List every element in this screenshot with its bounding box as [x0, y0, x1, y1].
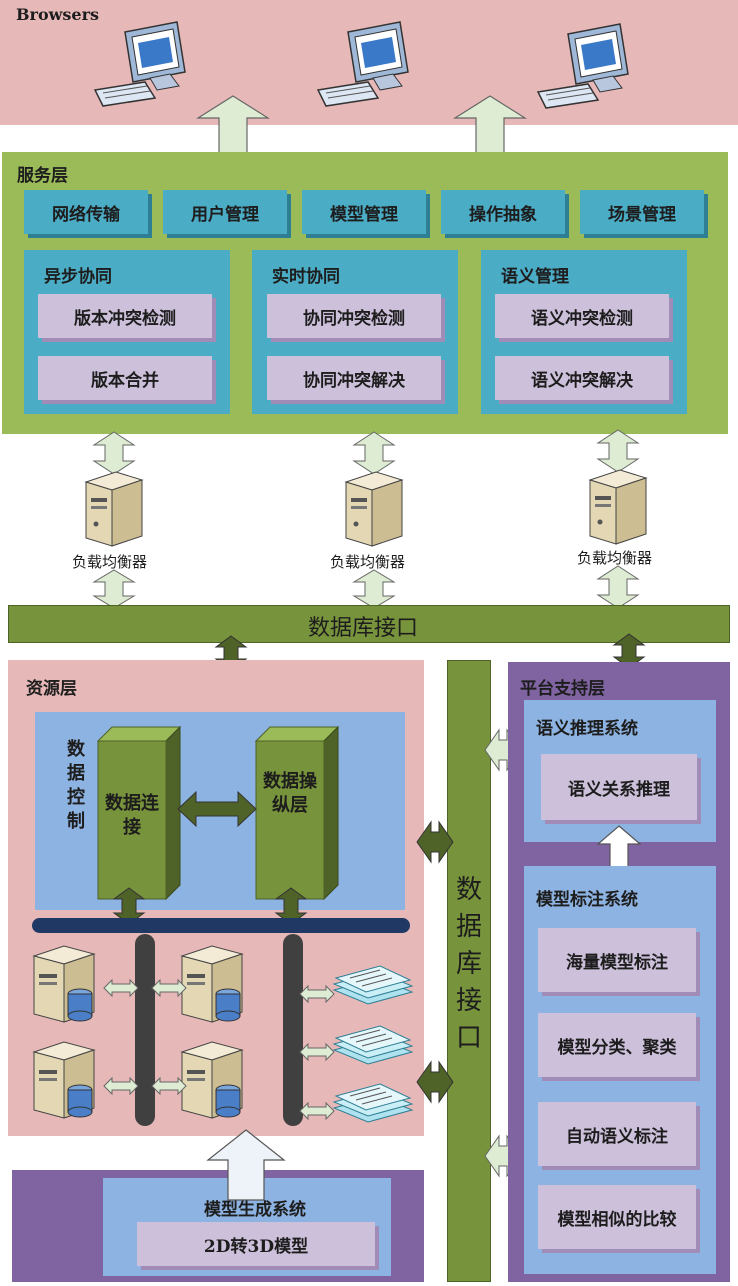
- data-manipulation-block-shape: [254, 725, 340, 901]
- double-arrow: [299, 984, 335, 1004]
- double-arrow: [416, 1060, 454, 1104]
- async-item-merge: 版本合并: [38, 356, 212, 400]
- double-arrow: [103, 978, 139, 998]
- db-interface-horizontal-label: 数据库接口: [308, 616, 419, 641]
- load-balancer-label: 负载均衡器: [577, 549, 653, 567]
- double-arrow: [103, 1076, 139, 1096]
- database-server-icon: [180, 945, 244, 1023]
- data-control-label: 数据控制: [67, 739, 85, 832]
- resource-layer-title: 资源层: [26, 679, 77, 699]
- group-realtime-title: 实时协同: [272, 267, 340, 287]
- module-user: 用户管理: [163, 190, 287, 234]
- computer-icon: [536, 23, 629, 109]
- module-operation: 操作抽象: [441, 190, 565, 234]
- service-layer-title: 服务层: [17, 166, 68, 186]
- data-bus: [32, 918, 410, 933]
- database-server-icon: [180, 1041, 244, 1119]
- double-arrow: [596, 565, 640, 609]
- db-interface-horizontal: [8, 605, 730, 643]
- double-arrow: [299, 1101, 335, 1121]
- document-stack-icon: [332, 965, 414, 1005]
- annotation-item-auto: 自动语义标注: [538, 1102, 696, 1166]
- data-connect-block-shape: [96, 725, 182, 901]
- document-stack-icon: [332, 1025, 414, 1065]
- module-model: 模型管理: [302, 190, 426, 234]
- computer-icon: [316, 21, 409, 107]
- semantic-item-conflict-detect: 语义冲突检测: [495, 294, 669, 338]
- module-network: 网络传输: [24, 190, 148, 234]
- double-arrow: [299, 1042, 335, 1062]
- semantic-item-conflict-resolve: 语义冲突解决: [495, 356, 669, 400]
- generation-title: 模型生成系统: [204, 1200, 306, 1220]
- annotation-system-title: 模型标注系统: [536, 890, 638, 910]
- platform-layer-title: 平台支持层: [520, 679, 605, 699]
- realtime-item-conflict-resolve: 协同冲突解决: [267, 356, 441, 400]
- double-arrow: [151, 1076, 187, 1096]
- database-server-icon: [32, 945, 96, 1023]
- double-arrow: [177, 790, 257, 828]
- server-icon: [588, 469, 648, 545]
- load-balancer-label: 负载均衡器: [72, 553, 148, 571]
- double-arrow: [92, 569, 136, 609]
- computer-icon: [93, 21, 186, 107]
- data-connect-label: 数据连接: [105, 793, 159, 838]
- document-stack-icon: [332, 1083, 414, 1123]
- double-arrow: [151, 978, 187, 998]
- load-balancer-label: 负载均衡器: [330, 553, 406, 571]
- storage-bus-left: [135, 934, 155, 1126]
- async-item-conflict-detect: 版本冲突检测: [38, 294, 212, 338]
- database-server-icon: [32, 1041, 96, 1119]
- annotation-item-massive: 海量模型标注: [538, 928, 696, 992]
- annotation-item-similarity: 模型相似的比较: [538, 1185, 696, 1249]
- server-icon: [84, 471, 144, 547]
- double-arrow: [416, 820, 454, 864]
- reasoning-item: 语义关系推理: [541, 754, 697, 820]
- annotation-item-classify: 模型分类、聚类: [538, 1013, 696, 1077]
- db-interface-vertical-label: 数据库接口: [455, 875, 482, 1053]
- group-async-title: 异步协同: [44, 267, 112, 287]
- db-interface-vertical: [447, 660, 491, 1282]
- generation-item: 2D转3D模型: [137, 1222, 375, 1266]
- group-semantic-title: 语义管理: [501, 267, 569, 287]
- double-arrow: [352, 569, 396, 609]
- storage-bus-right: [283, 934, 303, 1126]
- browsers-title: Browsers: [16, 5, 100, 24]
- data-manipulation-label: 数据操纵层: [263, 771, 317, 816]
- module-scene: 场景管理: [580, 190, 704, 234]
- server-icon: [344, 471, 404, 547]
- up-arrow: [206, 1129, 286, 1201]
- reasoning-system-title: 语义推理系统: [536, 719, 638, 739]
- realtime-item-conflict-detect: 协同冲突检测: [267, 294, 441, 338]
